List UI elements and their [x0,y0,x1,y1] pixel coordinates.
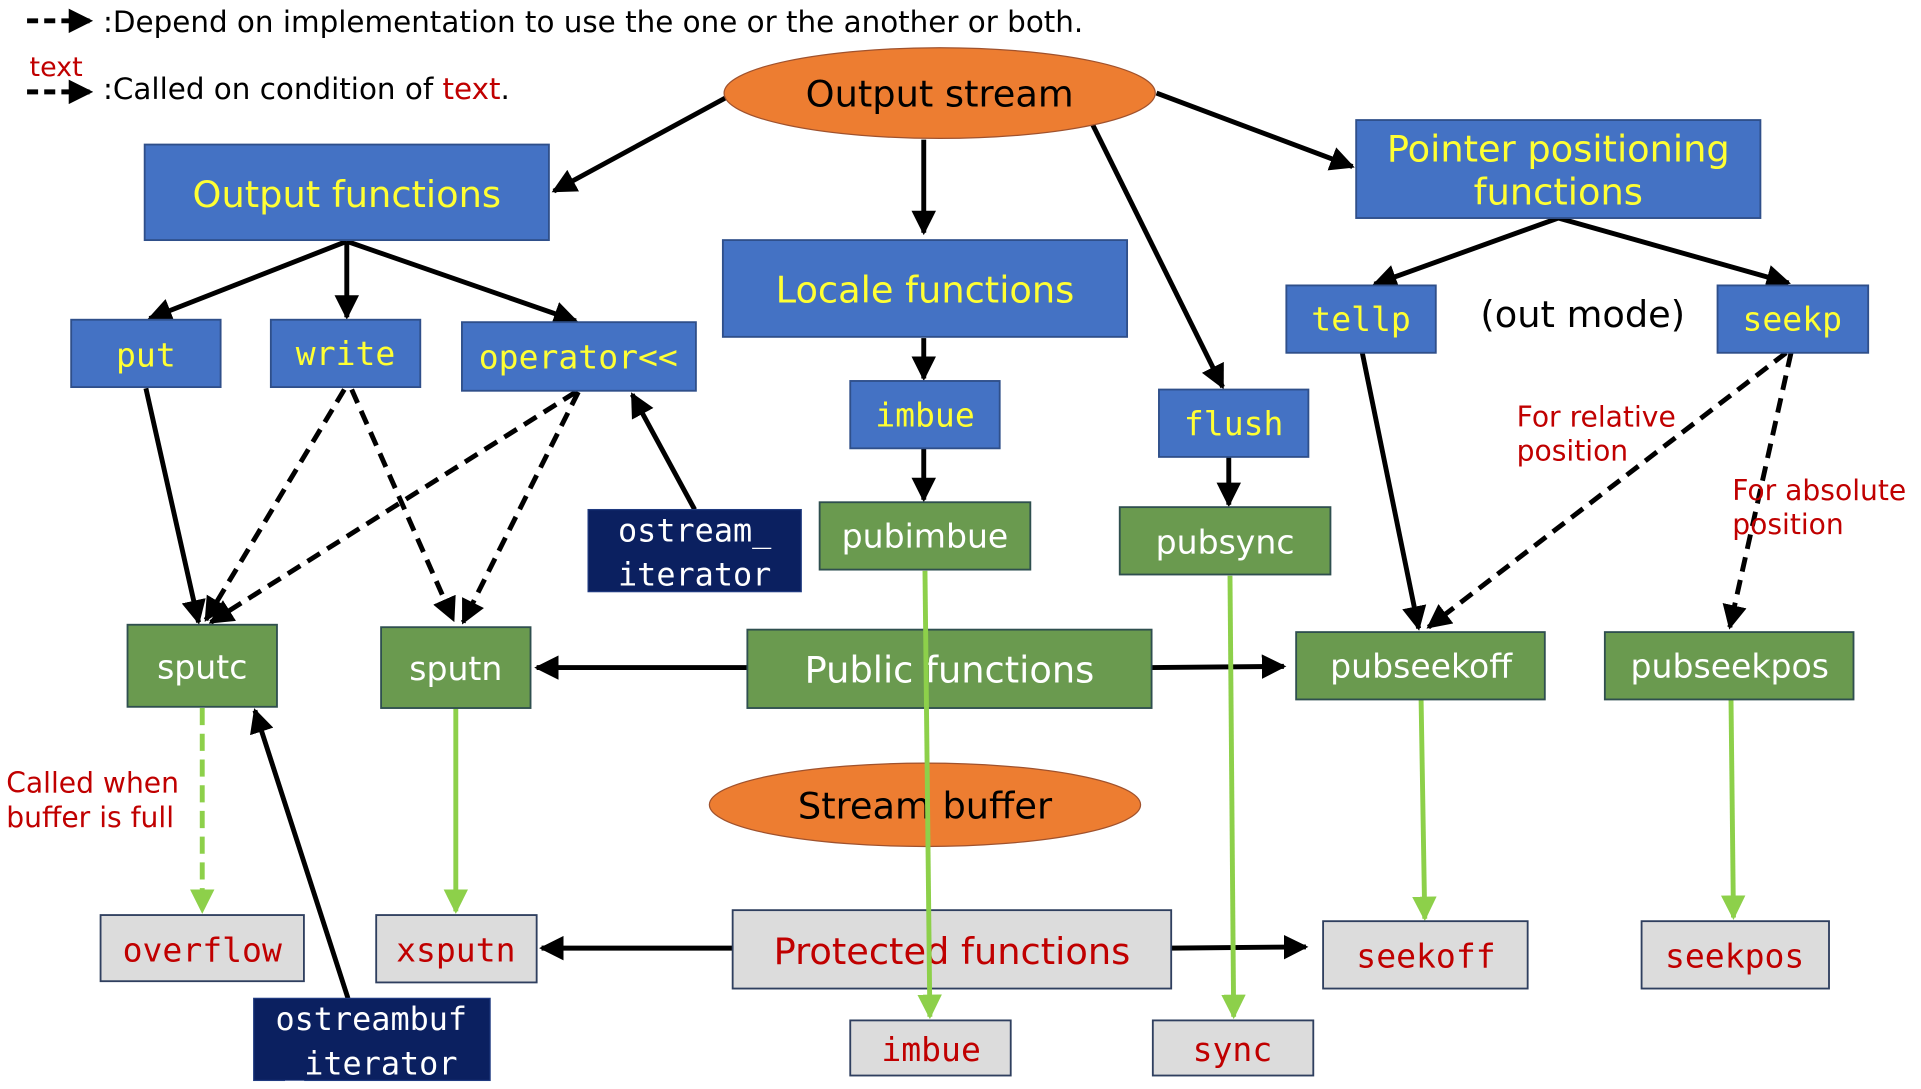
sputn-box[interactable] [380,626,532,709]
seekp-label: seekp [1742,300,1842,339]
edge-pubseekoff-to-seekoff [1412,699,1437,922]
public-functions-box[interactable] [746,628,1153,709]
edge-tellp-to-pubseekoff [1359,352,1427,631]
edge-seekp-to-pubseekoff-dashed [1426,350,1788,630]
buffer-full-note-2: buffer is full [6,801,174,834]
edge-operator-to-sputn-dashed [460,390,581,625]
pubsync-box[interactable] [1118,506,1332,576]
relative-position-note-2: position [1517,435,1629,468]
legend-conditional-suffix: . [501,72,510,106]
protected-functions-box[interactable] [731,909,1173,990]
legend-conditional-label: :Called on condition of text. [103,72,510,106]
locale-functions-box[interactable] [721,239,1129,338]
ostreambuf-iterator-box[interactable] [253,997,491,1082]
tellp-box[interactable] [1285,284,1437,354]
edge-write-to-sputc-dashed [203,388,347,622]
ostreambuf-iterator-label-2: _iterator [285,1044,457,1082]
seekoff-box[interactable] [1322,920,1529,990]
xsputn-label: xsputn [396,931,515,970]
pointer-positioning-label-2: functions [1474,171,1643,214]
output-functions-label: Output functions [193,173,501,216]
pubseekoff-label: pubseekoff [1330,646,1513,685]
edge-pubimbue-to-imbue [917,570,942,1020]
edge-pointer-to-tellp [1372,215,1560,289]
out-mode-label: (out mode) [1480,293,1685,336]
pubseekpos-label: pubseekpos [1631,646,1829,685]
edge-ostream-iterator-to-operator [630,392,697,511]
legend-conditional-word: text [443,72,501,106]
relative-position-note-1: For relative [1517,400,1676,433]
public-functions-label: Public functions [805,648,1095,691]
ostream-iterator-label-1: ostream_ [618,511,772,549]
edge-public-to-pubseekoff [1151,654,1287,679]
pointer-positioning-box[interactable] [1355,119,1762,219]
overflow-box[interactable] [99,914,305,983]
pubimbue-box[interactable] [818,501,1032,571]
put-box[interactable] [70,318,222,389]
sync-box[interactable] [1151,1019,1315,1077]
ostreambuf-iterator-label-1: ostreambuf [275,1000,467,1038]
protected-functions-label: Protected functions [774,930,1131,973]
ostream-iterator-box[interactable] [587,508,802,593]
absolute-position-note-1: For absolute [1732,474,1906,507]
legend-conditional-prefix: :Called on condition of [103,72,443,106]
edge-output-to-operator [345,239,579,326]
flush-box[interactable] [1158,388,1310,458]
pubseekpos-box[interactable] [1603,631,1855,701]
pointer-positioning-label-1: Pointer positioning [1387,128,1730,171]
pubsync-label: pubsync [1156,523,1295,562]
operator-shift-label: operator<< [479,338,678,377]
output-stream-ellipse [723,47,1156,140]
put-label: put [116,335,176,374]
legend-condition-over: text [30,52,83,83]
edge-write-to-sputn-dashed [349,388,456,623]
flush-label: flush [1184,404,1284,443]
seekpos-box[interactable] [1640,920,1830,990]
sputn-label: sputn [409,649,502,688]
edge-stream-to-output-functions [551,95,727,194]
edge-put-to-sputc [143,387,206,625]
edge-stream-to-flush [1090,123,1225,390]
imbue-protected-box[interactable] [849,1019,1012,1077]
imbue-protected-label: imbue [881,1030,981,1069]
edge-ostreambuf-iterator-to-sputc [250,708,351,1000]
imbue-box[interactable] [849,380,1001,450]
ostream-iterator-label-2: iterator [618,556,771,594]
operator-shift-box[interactable] [461,321,697,392]
write-label: write [296,334,396,373]
sputc-label: sputc [157,648,247,687]
xsputn-box[interactable] [375,914,538,984]
edge-pubseekpos-to-seekpos [1720,699,1746,920]
locale-functions-label: Locale functions [776,269,1075,312]
output-stream-label: Output stream [806,73,1074,116]
edge-seekp-to-pubseekpos-dashed [1722,352,1794,630]
edge-protected-to-seekoff [1171,934,1309,960]
edge-pointer-to-seekp [1557,215,1791,289]
pubseekoff-box[interactable] [1295,631,1546,701]
overflow-label: overflow [123,931,282,970]
edge-pubsync-to-sync [1221,575,1246,1020]
buffer-full-note-1: Called when [6,767,179,800]
absolute-position-note-2: position [1732,508,1844,541]
tellp-label: tellp [1311,300,1411,339]
edge-output-to-put [147,239,348,322]
legend: :Depend on implementation to use the one… [27,5,1083,106]
seekpos-label: seekpos [1665,937,1804,976]
legend-dashed-label: :Depend on implementation to use the one… [103,5,1083,39]
sputc-box[interactable] [126,623,278,708]
edge-operator-to-sputc-dashed [208,389,578,625]
imbue-label: imbue [875,395,975,434]
edge-stream-to-pointer [1155,90,1355,171]
seekp-box[interactable] [1716,284,1870,354]
edges [143,90,1791,1000]
seekoff-label: seekoff [1356,937,1495,976]
pubimbue-label: pubimbue [842,517,1009,556]
sync-label: sync [1193,1030,1273,1069]
write-box[interactable] [269,318,422,389]
output-functions-box[interactable] [143,143,550,242]
